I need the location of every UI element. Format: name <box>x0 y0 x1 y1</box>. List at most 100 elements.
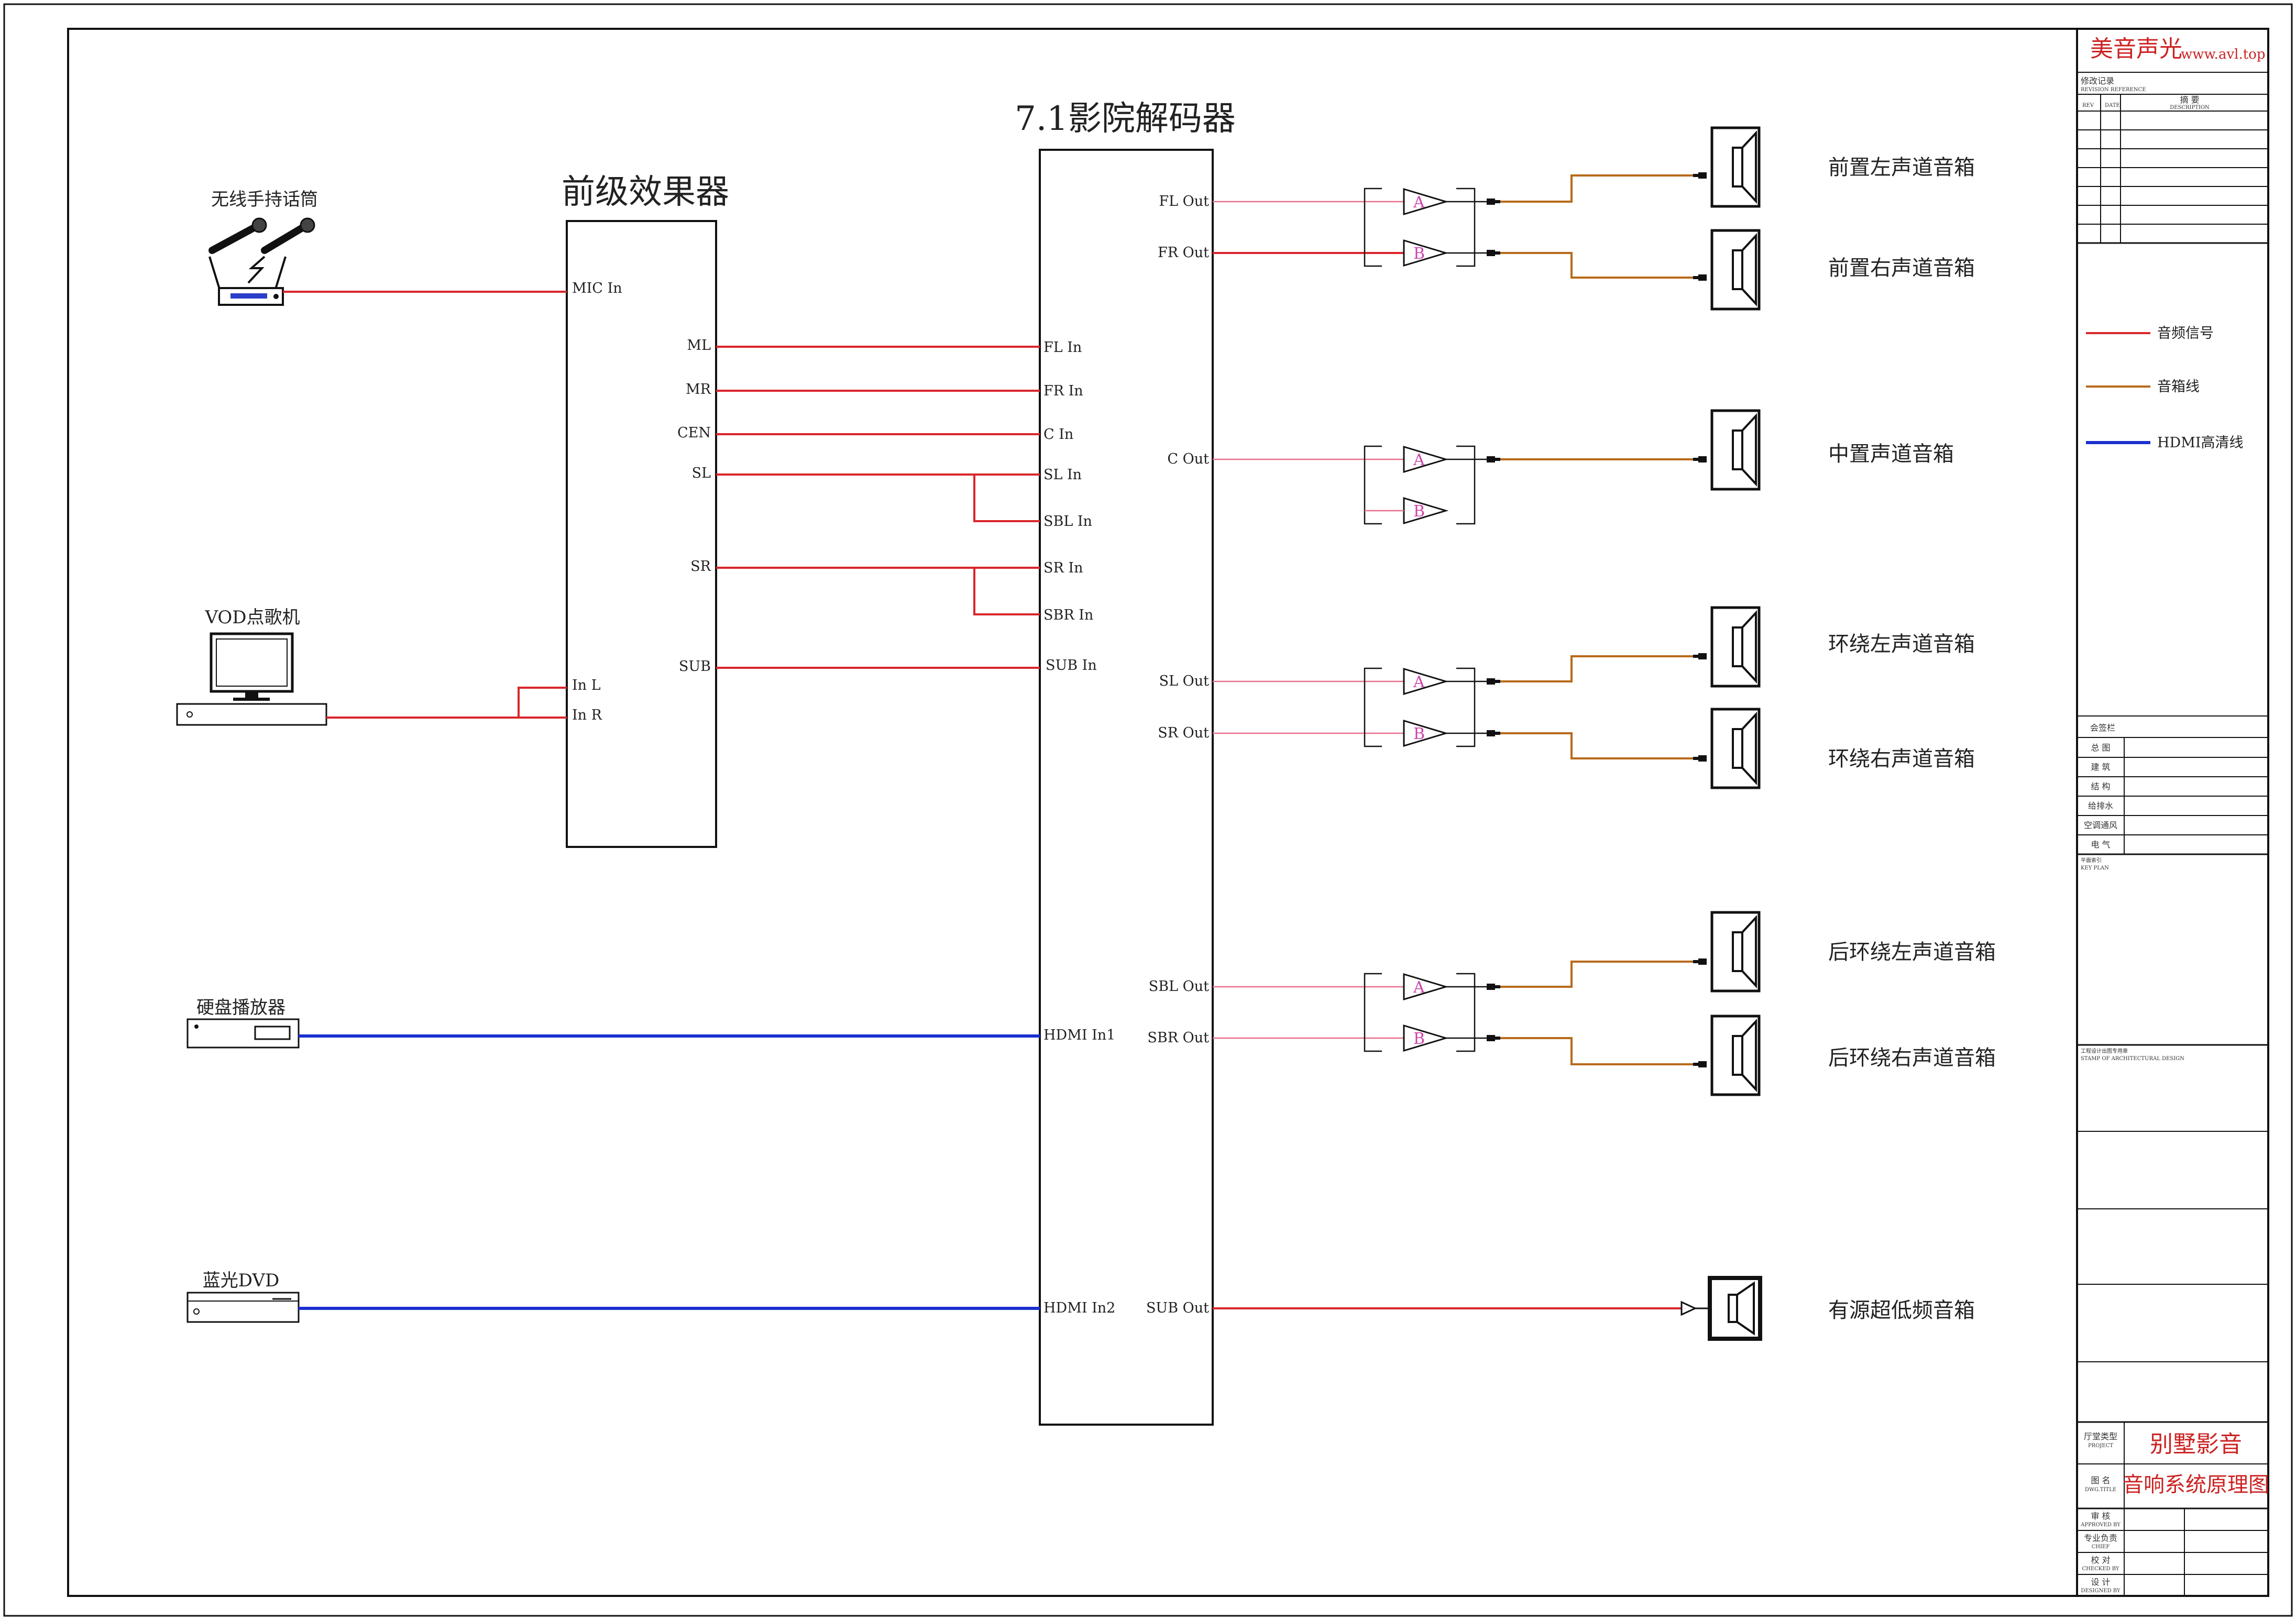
port-mr: MR <box>686 381 711 398</box>
vod-box-icon <box>176 703 327 726</box>
label-center: 中置声道音箱 <box>1828 442 1954 466</box>
svg-text:B: B <box>1413 725 1425 743</box>
port-fr-in: FR In <box>1043 383 1083 399</box>
speaker-icon <box>1712 709 1759 788</box>
port-cen: CEN <box>677 425 711 441</box>
label-surround-right: 环绕右声道音箱 <box>1828 747 1975 771</box>
svg-text:PROJECT: PROJECT <box>2088 1443 2113 1449</box>
hdd-label: 硬盘播放器 <box>196 997 285 1018</box>
svg-text:B: B <box>1413 1030 1425 1048</box>
wireless-mic-receiver: 无线手持话筒 <box>208 189 318 306</box>
label-rear-left: 后环绕左声道音箱 <box>1828 940 1996 964</box>
label-subwoofer: 有源超低频音箱 <box>1828 1298 1975 1323</box>
bluray-player-icon <box>186 1292 300 1323</box>
port-fl-out: FL Out <box>1159 193 1209 210</box>
port-sbl-in: SBL In <box>1043 513 1092 530</box>
amplifier-icon <box>1403 446 1447 473</box>
preamp-box <box>566 220 717 848</box>
svg-text:A: A <box>1413 978 1425 997</box>
svg-text:工程设计出图专用章: 工程设计出图专用章 <box>2081 1048 2128 1054</box>
svg-text:KEY PLAN: KEY PLAN <box>2081 865 2109 871</box>
amplifier-front: A B <box>1364 188 1487 267</box>
drawing-frame <box>67 28 2269 1597</box>
label-front-right: 前置右声道音箱 <box>1828 256 1975 280</box>
brand-name: 美音声光 <box>2090 36 2182 62</box>
svg-text:专业负责: 专业负责 <box>2084 1533 2117 1543</box>
vod-player: VOD点歌机 <box>176 607 327 726</box>
port-sl-in: SL In <box>1043 467 1082 483</box>
label-rear-right: 后环绕右声道音箱 <box>1828 1046 1996 1070</box>
svg-text:图 名: 图 名 <box>2091 1475 2110 1485</box>
preamp-effector: 前级效果器 MIC In ML MR CEN SL SR SUB In L In… <box>562 173 729 848</box>
speaker-icon <box>1712 608 1759 686</box>
bluray-player: 蓝光DVD <box>186 1270 300 1323</box>
svg-text:电 气: 电 气 <box>2091 840 2110 850</box>
vod-label: VOD点歌机 <box>204 607 300 628</box>
speakers <box>1680 128 1762 1341</box>
amplifier-icon <box>1403 188 1447 215</box>
port-sbr-out: SBR Out <box>1147 1030 1209 1046</box>
svg-text:校 对: 校 对 <box>2091 1555 2110 1565</box>
port-sr: SR <box>690 558 711 575</box>
legend-audio: 音频信号 <box>2157 325 2214 341</box>
svg-text:总 图: 总 图 <box>2091 743 2110 753</box>
amplifier-rear: A B <box>1364 973 1487 1052</box>
svg-text:REV: REV <box>2082 103 2094 108</box>
port-sl: SL <box>692 465 711 481</box>
svg-text:DWG.TITLE: DWG.TITLE <box>2085 1487 2116 1493</box>
port-sub: SUB <box>679 658 711 675</box>
preamp-title: 前级效果器 <box>562 173 729 212</box>
svg-text:B: B <box>1413 245 1425 263</box>
cinema-decoder: 7.1影院解码器 FL In FR In C In SL In SBL In S… <box>1015 100 1236 1426</box>
label-front-left: 前置左声道音箱 <box>1828 156 1975 180</box>
svg-text:摘 要: 摘 要 <box>2180 95 2199 105</box>
port-sl-out: SL Out <box>1159 673 1210 689</box>
svg-text:B: B <box>1413 502 1425 521</box>
port-hdmi-in1: HDMI In1 <box>1043 1027 1115 1043</box>
drawing-title: 音响系统原理图 <box>2123 1473 2269 1497</box>
svg-text:会签栏: 会签栏 <box>2090 723 2115 733</box>
decoder-box <box>1039 149 1214 1426</box>
audio-wires-preamp-decoder <box>716 346 1040 669</box>
audio-wires-decoder-amps <box>1213 201 1682 1309</box>
speaker-icon <box>1712 411 1759 489</box>
svg-text:CHIEF: CHIEF <box>2092 1544 2110 1550</box>
port-sbr-in: SBR In <box>1043 607 1093 623</box>
mic-label: 无线手持话筒 <box>211 189 318 210</box>
svg-text:A: A <box>1413 451 1425 469</box>
speaker-icon <box>1712 1016 1759 1095</box>
port-c-in: C In <box>1043 426 1073 443</box>
speaker-input-jacks <box>1693 172 1707 1067</box>
svg-text:建 筑: 建 筑 <box>2091 762 2110 772</box>
port-fr-out: FR Out <box>1158 245 1209 261</box>
port-sr-out: SR Out <box>1158 725 1209 741</box>
title-block: 美音声光 www.avl.top 修改记录 REVISION REFERENCE… <box>2076 29 2269 1596</box>
port-sub-out: SUB Out <box>1146 1300 1209 1316</box>
port-hdmi-in2: HDMI In2 <box>1043 1300 1115 1316</box>
svg-text:平面索引: 平面索引 <box>2081 857 2102 864</box>
port-mic-in: MIC In <box>572 280 622 296</box>
amplifier-icon <box>1403 668 1447 695</box>
amp-output-jacks <box>1487 199 1500 1041</box>
svg-text:A: A <box>1413 673 1425 691</box>
amplifier-icon <box>1403 973 1447 1000</box>
receiver-icon <box>208 256 287 306</box>
hdd-player: 硬盘播放器 <box>186 997 300 1049</box>
legend-hdmi: HDMI高清线 <box>2157 435 2244 451</box>
decoder-title: 7.1影院解码器 <box>1015 100 1236 138</box>
label-surround-left: 环绕左声道音箱 <box>1828 632 1975 656</box>
port-in-r: In R <box>572 707 602 723</box>
svg-text:CHECKED BY: CHECKED BY <box>2082 1566 2119 1572</box>
port-fl-in: FL In <box>1043 339 1082 356</box>
legend-speaker-cable: 音箱线 <box>2157 379 2200 395</box>
port-sr-in: SR In <box>1043 560 1083 576</box>
legend: 音频信号 音箱线 HDMI高清线 <box>2086 325 2244 451</box>
speaker-cables <box>1500 174 1693 1065</box>
port-sbl-out: SBL Out <box>1149 978 1209 995</box>
svg-text:空调通风: 空调通风 <box>2084 820 2117 830</box>
svg-text:REVISION REFERENCE: REVISION REFERENCE <box>2081 87 2146 93</box>
port-in-l: In L <box>572 677 601 693</box>
hdmi-wires <box>299 1034 1040 1310</box>
svg-text:STAMP OF ARCHITECTURAL DESIGN: STAMP OF ARCHITECTURAL DESIGN <box>2081 1056 2184 1062</box>
